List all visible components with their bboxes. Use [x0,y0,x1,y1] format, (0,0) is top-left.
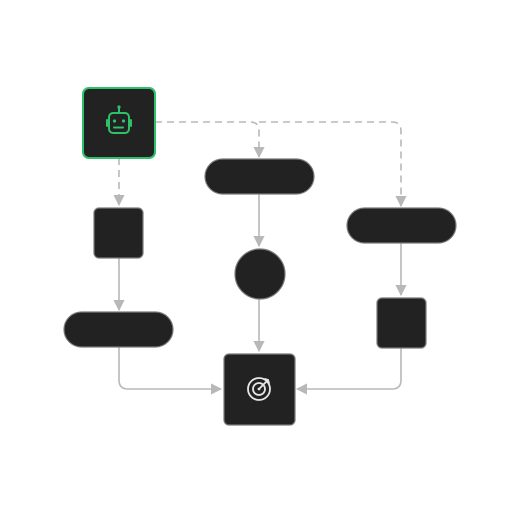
edges [113,121,407,395]
edge-square-right-to-target [295,348,402,395]
pill-node-right[interactable] [346,207,457,244]
agent-node[interactable] [82,87,156,159]
robot-icon [106,105,132,134]
square-node-left[interactable] [93,207,144,259]
target-node[interactable] [223,353,296,426]
nodes [63,87,457,426]
pill-node-left[interactable] [63,311,174,348]
square-node-right[interactable] [376,297,427,349]
edge-agent-to-pill-right [259,121,407,208]
circle-node-center[interactable] [234,248,286,300]
target-icon [247,377,271,401]
edge-agent-to-pill-center-top [155,121,265,159]
pill-node-center-top[interactable] [204,158,315,195]
edge-pill-left-to-target [118,347,223,395]
